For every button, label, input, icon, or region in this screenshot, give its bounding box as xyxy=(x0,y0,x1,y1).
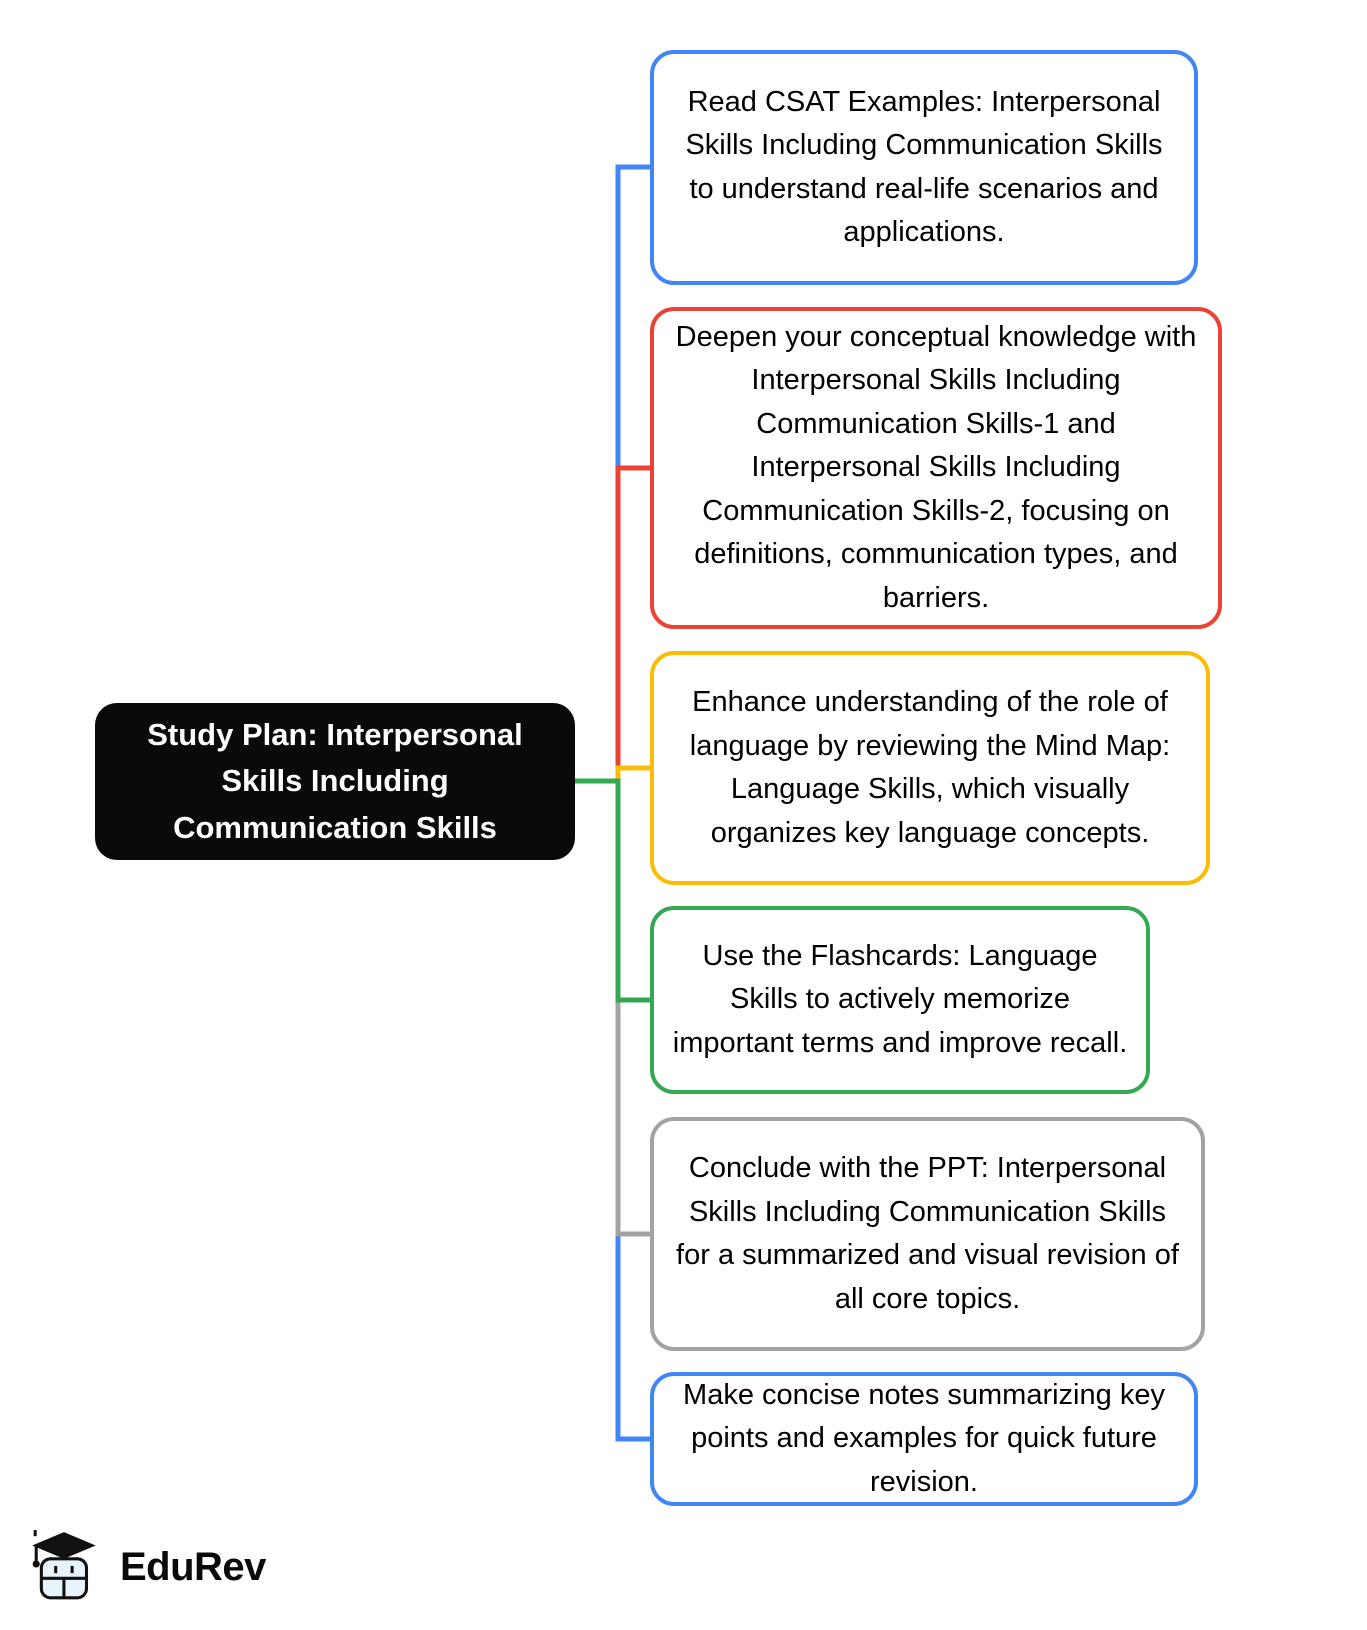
graduation-cap-icon xyxy=(32,1530,96,1600)
connector-mind-map xyxy=(615,765,653,784)
node-label: Read CSAT Examples: Interpersonal Skills… xyxy=(685,85,1163,249)
connector-concise-notes xyxy=(615,778,653,1442)
node-label: Make concise notes summarizing key point… xyxy=(683,1378,1165,1498)
connector-read-csat xyxy=(615,164,653,784)
node-label: Deepen your conceptual knowledge with In… xyxy=(675,320,1197,614)
root-node-label: Study Plan: Interpersonal Skills Includi… xyxy=(147,716,523,845)
root-node: Study Plan: Interpersonal Skills Includi… xyxy=(95,703,575,860)
node-label: Enhance understanding of the role of lan… xyxy=(689,686,1171,849)
mindmap-node-deepen-knowledge: Deepen your conceptual knowledge with In… xyxy=(650,307,1222,629)
mindmap-node-read-csat: Read CSAT Examples: Interpersonal Skills… xyxy=(650,50,1198,285)
node-label: Use the Flashcards: Language Skills to a… xyxy=(672,939,1128,1059)
connector-ppt xyxy=(615,778,653,1237)
mindmap-node-flashcards: Use the Flashcards: Language Skills to a… xyxy=(650,906,1150,1094)
edurev-logo-text: EduRev xyxy=(120,1544,266,1589)
edurev-logo: EduRev xyxy=(30,1528,266,1606)
mindmap-node-mind-map: Enhance understanding of the role of lan… xyxy=(650,651,1210,885)
node-label: Conclude with the PPT: Interpersonal Ski… xyxy=(676,1152,1179,1315)
mindmap-node-ppt: Conclude with the PPT: Interpersonal Ski… xyxy=(650,1117,1205,1351)
connector-flashcards xyxy=(572,778,653,1003)
connector-deepen-knowledge xyxy=(615,465,653,784)
mindmap-node-concise-notes: Make concise notes summarizing key point… xyxy=(650,1372,1198,1506)
